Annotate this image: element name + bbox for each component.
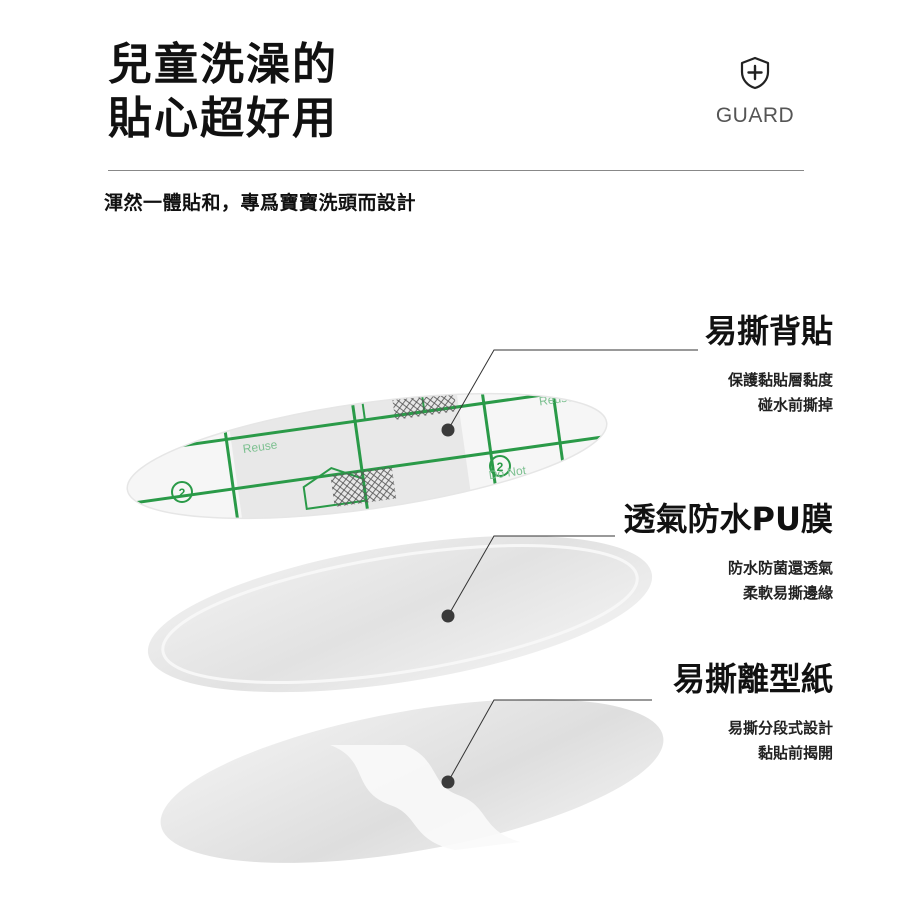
pointer-dot-liner bbox=[441, 775, 455, 789]
pointer-dot-backing bbox=[441, 423, 455, 437]
pointer-liner bbox=[447, 699, 652, 783]
layer-description: 防水防菌還透氣 柔軟易撕邊緣 bbox=[624, 556, 833, 606]
pointer-dot-film bbox=[441, 609, 455, 623]
headline-line-2: 貼心超好用 bbox=[108, 93, 338, 144]
print-text: Do Not bbox=[536, 377, 576, 396]
layer-label-backing: 易撕背貼 保護黏貼層黏度 碰水前撕掉 bbox=[705, 312, 833, 418]
layer-description: 易撕分段式設計 黏貼前揭開 bbox=[673, 716, 833, 766]
badge-number: 2 bbox=[179, 486, 186, 500]
brand-word: GUARD bbox=[715, 104, 795, 127]
layer-title: 透氣防水PU膜 bbox=[623, 500, 833, 538]
pointer-film bbox=[447, 535, 615, 617]
layer-label-film: 透氣防水PU膜 防水防菌還透氣 柔軟易撕邊緣 bbox=[624, 500, 833, 606]
subtitle: 渾然一體貼和，專爲寶寶洗頭而設計 bbox=[104, 192, 417, 214]
layer-desc-line: 黏貼前揭開 bbox=[757, 744, 833, 762]
layer-desc-line: 防水防菌還透氣 bbox=[727, 559, 833, 577]
release-liner-layer bbox=[160, 699, 664, 863]
layer-description: 保護黏貼層黏度 碰水前撕掉 bbox=[705, 368, 833, 418]
pointer-backing bbox=[447, 349, 698, 431]
print-text: Reuse bbox=[167, 546, 204, 565]
brand-mark: GUARD bbox=[705, 56, 805, 128]
layer-desc-line: 柔軟易撕邊緣 bbox=[742, 584, 833, 602]
layer-title: 易撕離型紙 bbox=[672, 660, 833, 698]
print-text: Reuse bbox=[242, 437, 279, 456]
layer-desc-line: 保護黏貼層黏度 bbox=[727, 371, 833, 389]
shield-plus-icon bbox=[740, 56, 770, 90]
print-text: Do Not bbox=[168, 533, 208, 552]
layer-desc-line: 碰水前撕掉 bbox=[757, 396, 833, 414]
layer-label-liner: 易撕離型紙 易撕分段式設計 黏貼前揭開 bbox=[673, 660, 833, 766]
header-divider bbox=[108, 170, 804, 171]
layer-desc-line: 易撕分段式設計 bbox=[727, 719, 833, 737]
headline: 兒童洗澡的 貼心超好用 bbox=[108, 38, 338, 146]
layer-title: 易撕背貼 bbox=[704, 312, 833, 350]
badge-number: 2 bbox=[497, 460, 504, 474]
headline-line-1: 兒童洗澡的 bbox=[108, 39, 338, 90]
pu-film-layer bbox=[147, 535, 653, 693]
